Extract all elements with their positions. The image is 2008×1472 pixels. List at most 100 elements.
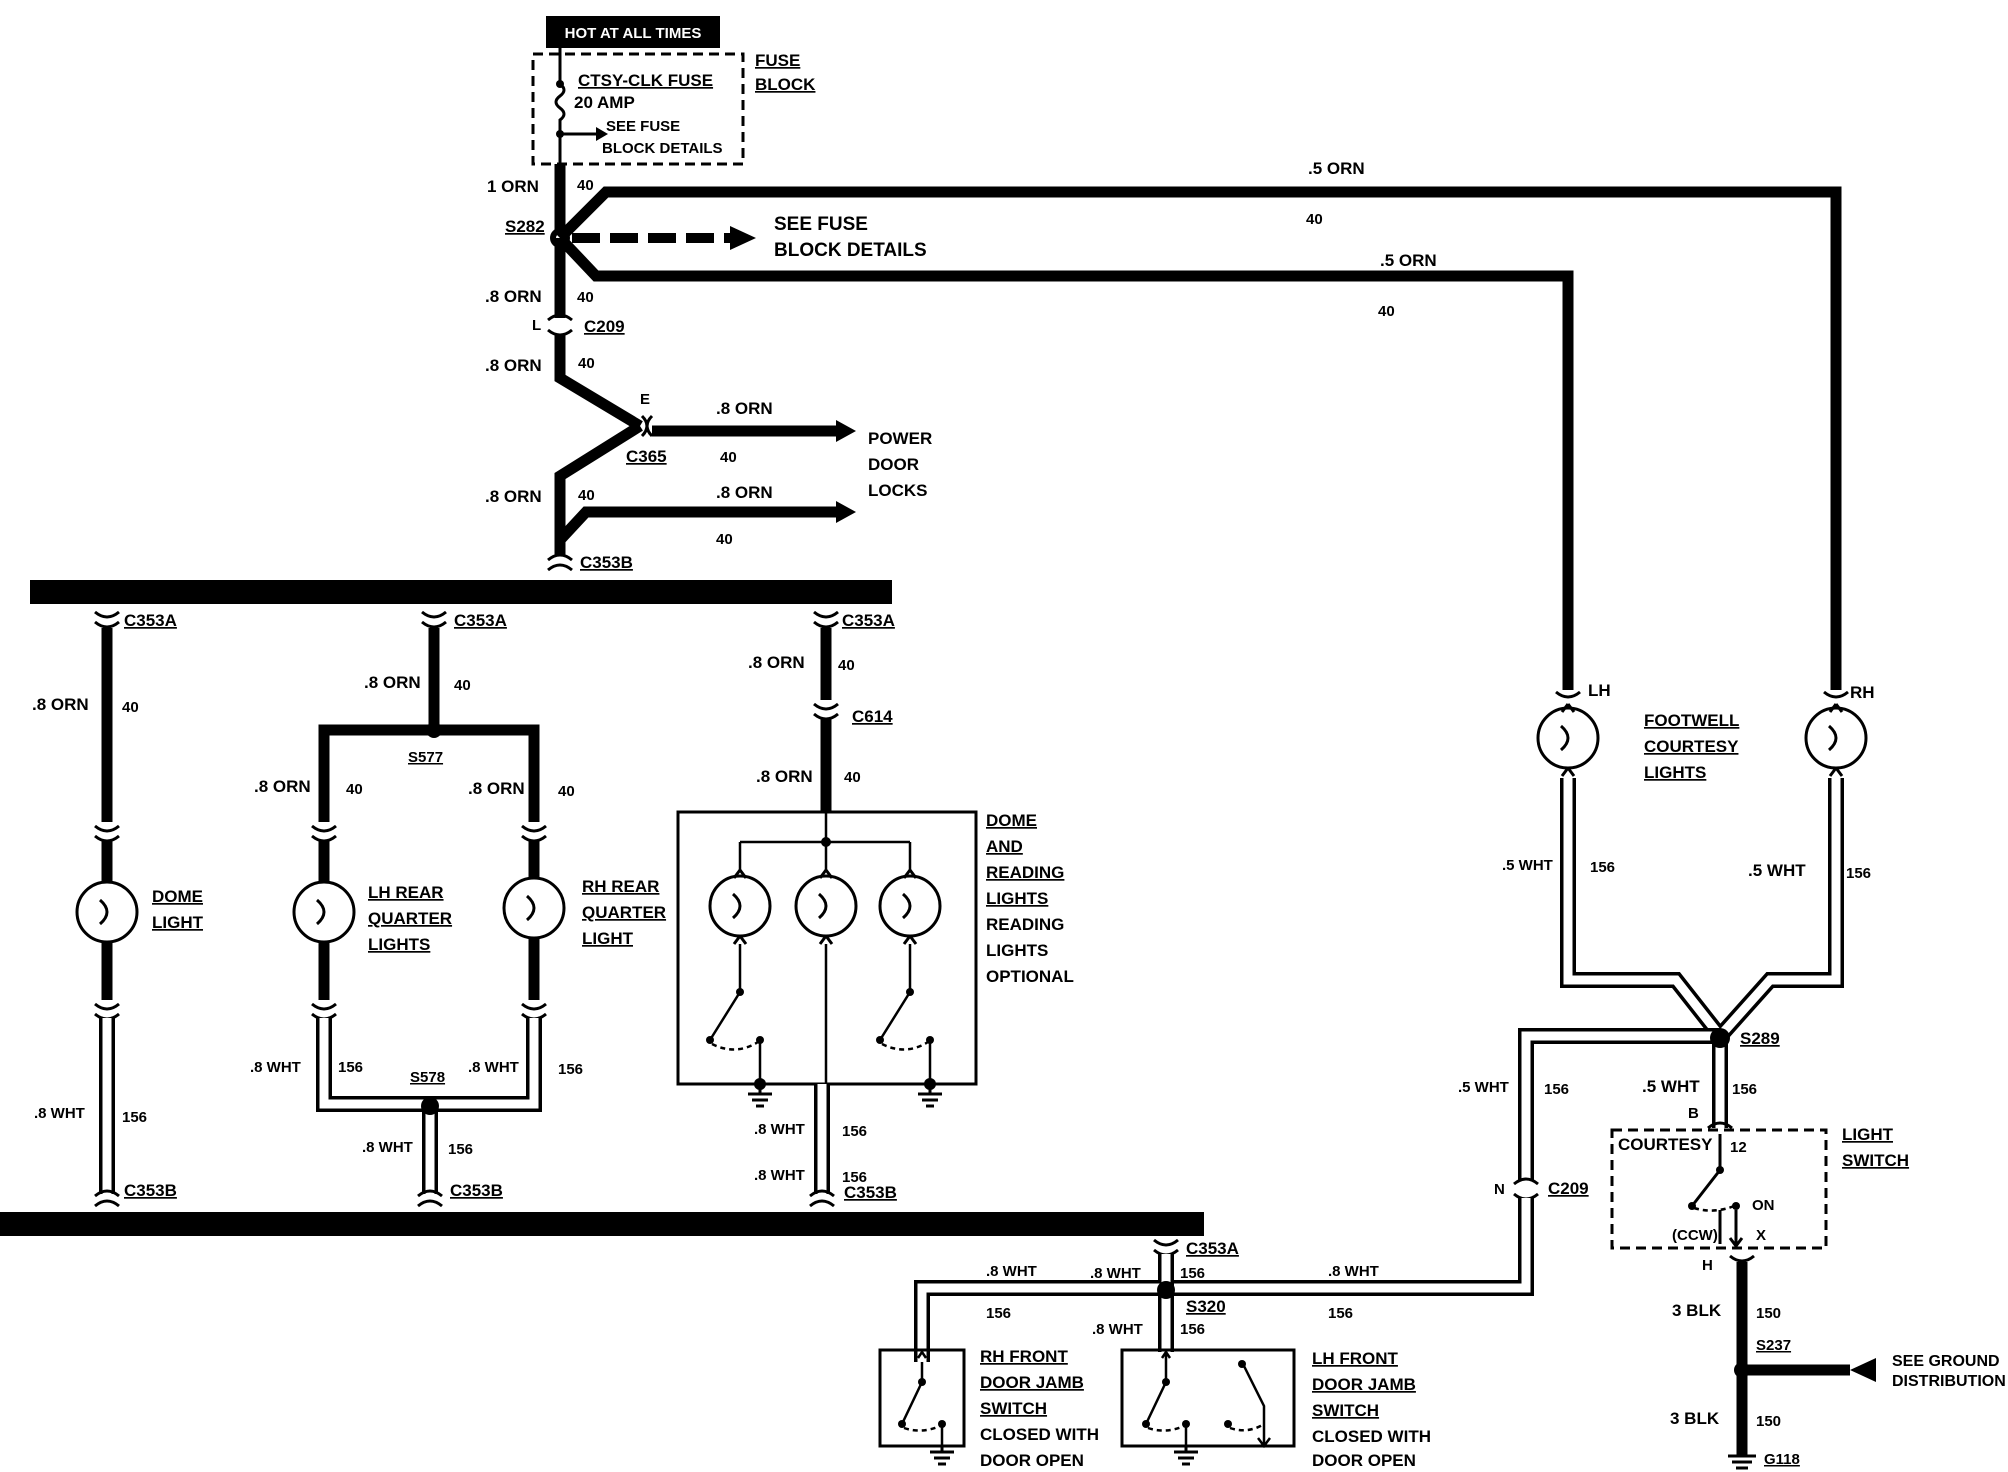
power-locks-2: DOOR	[868, 455, 919, 474]
reading-switch-left	[708, 944, 762, 1084]
g118-ground	[1728, 1454, 1756, 1470]
ls-dot1	[1716, 1166, 1724, 1174]
fuse-dot-top	[556, 80, 564, 88]
lhrq-3: LIGHTS	[368, 935, 430, 954]
footwell-wht-in	[1563, 778, 1841, 1039]
rh-fw-5wht: .5 WHT	[1748, 861, 1806, 880]
wire-5orn-rh: .5 ORN	[1308, 159, 1365, 178]
dr-156-b: 156	[842, 1169, 867, 1186]
lhf-3: SWITCH	[1312, 1401, 1379, 1420]
lhrq-156: 156	[338, 1059, 363, 1076]
dr-c353b-label: C353B	[844, 1183, 897, 1202]
wire-40-a: 40	[577, 177, 594, 194]
blk-3blk-b: 3 BLK	[1670, 1409, 1720, 1428]
fuse-name: CTSY-CLK FUSE	[578, 71, 713, 90]
ls-label-2: SWITCH	[1842, 1151, 1909, 1170]
fuse-details-1: SEE FUSE	[774, 214, 868, 235]
fuse-detail-arrowhead	[596, 127, 608, 141]
fuse-see2: BLOCK DETAILS	[602, 140, 723, 157]
power-lock-arrow-1	[836, 420, 856, 442]
ls-conn-h	[1729, 1254, 1755, 1263]
lhrq-conn-lower	[311, 1002, 337, 1021]
dr-label-7: OPTIONAL	[986, 967, 1074, 986]
lhrq-40: 40	[346, 781, 363, 798]
rq-8orn: .8 ORN	[364, 673, 421, 692]
fd-156-rh: 156	[986, 1305, 1011, 1322]
rsr-dash	[881, 1040, 929, 1051]
dr-label-1: DOME	[986, 811, 1037, 830]
power-locks-1: POWER	[868, 429, 932, 448]
power-lock-wire-2	[555, 506, 836, 544]
s320-splice	[1157, 1281, 1175, 1299]
ground-dist-2: DISTRIBUTION	[1892, 1373, 2006, 1390]
rq-c353a-label: C353A	[454, 611, 507, 630]
dome-light-2: LIGHT	[152, 913, 204, 932]
rhrq-8wht: .8 WHT	[468, 1059, 519, 1076]
rhf-5: DOOR OPEN	[980, 1451, 1084, 1470]
orn-trunk-low	[554, 334, 643, 556]
rh-fw-conn	[1823, 690, 1849, 699]
lhrq-filament	[315, 898, 326, 926]
reading-bulb-right-fil	[901, 869, 918, 945]
ls-on: ON	[1752, 1197, 1775, 1214]
lh-fw-156: 156	[1590, 859, 1615, 876]
rh-footwell-fil	[1827, 703, 1844, 777]
c353b-top-symbol	[547, 553, 573, 572]
ls-pin-h: H	[1702, 1257, 1713, 1274]
dome-conn-lower	[94, 1002, 120, 1021]
fd-c353a-symbol	[1153, 1238, 1179, 1257]
rhrq-156: 156	[558, 1061, 583, 1078]
dr-c353a-label: C353A	[842, 611, 895, 630]
g118-label: G118	[1764, 1451, 1800, 1468]
s237-label: S237	[1756, 1337, 1791, 1354]
wire-8orn-c: .8 ORN	[485, 487, 542, 506]
fd-c353a-label: C353A	[1186, 1239, 1239, 1258]
dr-8wht-b: .8 WHT	[754, 1167, 805, 1184]
ground-dist-arrow	[1850, 1358, 1876, 1382]
top-bus-bar	[30, 580, 892, 604]
rh-front-contact	[900, 1349, 944, 1446]
c209-s320-156: 156	[1328, 1305, 1353, 1322]
rhf-4: CLOSED WITH	[980, 1425, 1099, 1444]
dr-8wht-a: .8 WHT	[754, 1121, 805, 1138]
fd-8wht-b: .8 WHT	[1092, 1321, 1143, 1338]
lhf-dot1	[1162, 1378, 1170, 1386]
dr-40-b: 40	[844, 769, 861, 786]
rhf-dot1	[918, 1378, 926, 1386]
rsl-dot1	[736, 988, 744, 996]
rhrq-conn-lower	[521, 1002, 547, 1021]
s289-label: S289	[1740, 1029, 1780, 1048]
rhrq-40: 40	[558, 783, 575, 800]
dr-label-3: READING	[986, 863, 1064, 882]
rhrq-conn-upper	[521, 824, 547, 843]
hot-at-all-times-label: HOT AT ALL TIMES	[565, 25, 702, 42]
ls-courtesy: COURTESY	[1618, 1135, 1713, 1154]
dr-c353b-symbol	[809, 1189, 835, 1208]
blk-150-a: 150	[1756, 1305, 1781, 1322]
reading-switch-right	[878, 944, 932, 1084]
fuse-block-label-1: FUSE	[755, 51, 800, 70]
rq-156-low: 156	[448, 1141, 473, 1158]
lhrq-8wht: .8 WHT	[250, 1059, 301, 1076]
rsl-dot2	[706, 1036, 714, 1044]
blk-3blk-a: 3 BLK	[1672, 1301, 1722, 1320]
rhf-dash	[903, 1424, 941, 1432]
fd-156-b: 156	[1180, 1321, 1205, 1338]
wire-8orn-pl2: .8 ORN	[716, 483, 773, 502]
c365-symbol	[640, 414, 654, 438]
wire-8orn-a: .8 ORN	[485, 287, 542, 306]
lh-fw-5wht: .5 WHT	[1502, 857, 1553, 874]
rhf-3: SWITCH	[980, 1399, 1047, 1418]
fd-8wht-rh: .8 WHT	[986, 1263, 1037, 1280]
lh-front-switch-box	[1120, 1348, 1296, 1448]
rq-40: 40	[454, 677, 471, 694]
dome-8wht: .8 WHT	[34, 1105, 85, 1122]
dome-light-1: DOME	[152, 887, 203, 906]
fuse-see1: SEE FUSE	[606, 118, 680, 135]
fuse-element	[554, 48, 566, 164]
lhf-dot3	[1182, 1420, 1190, 1428]
wire-40-c: 40	[578, 355, 595, 372]
wire-40-b: 40	[577, 289, 594, 306]
dr-ground-right	[918, 1084, 942, 1108]
